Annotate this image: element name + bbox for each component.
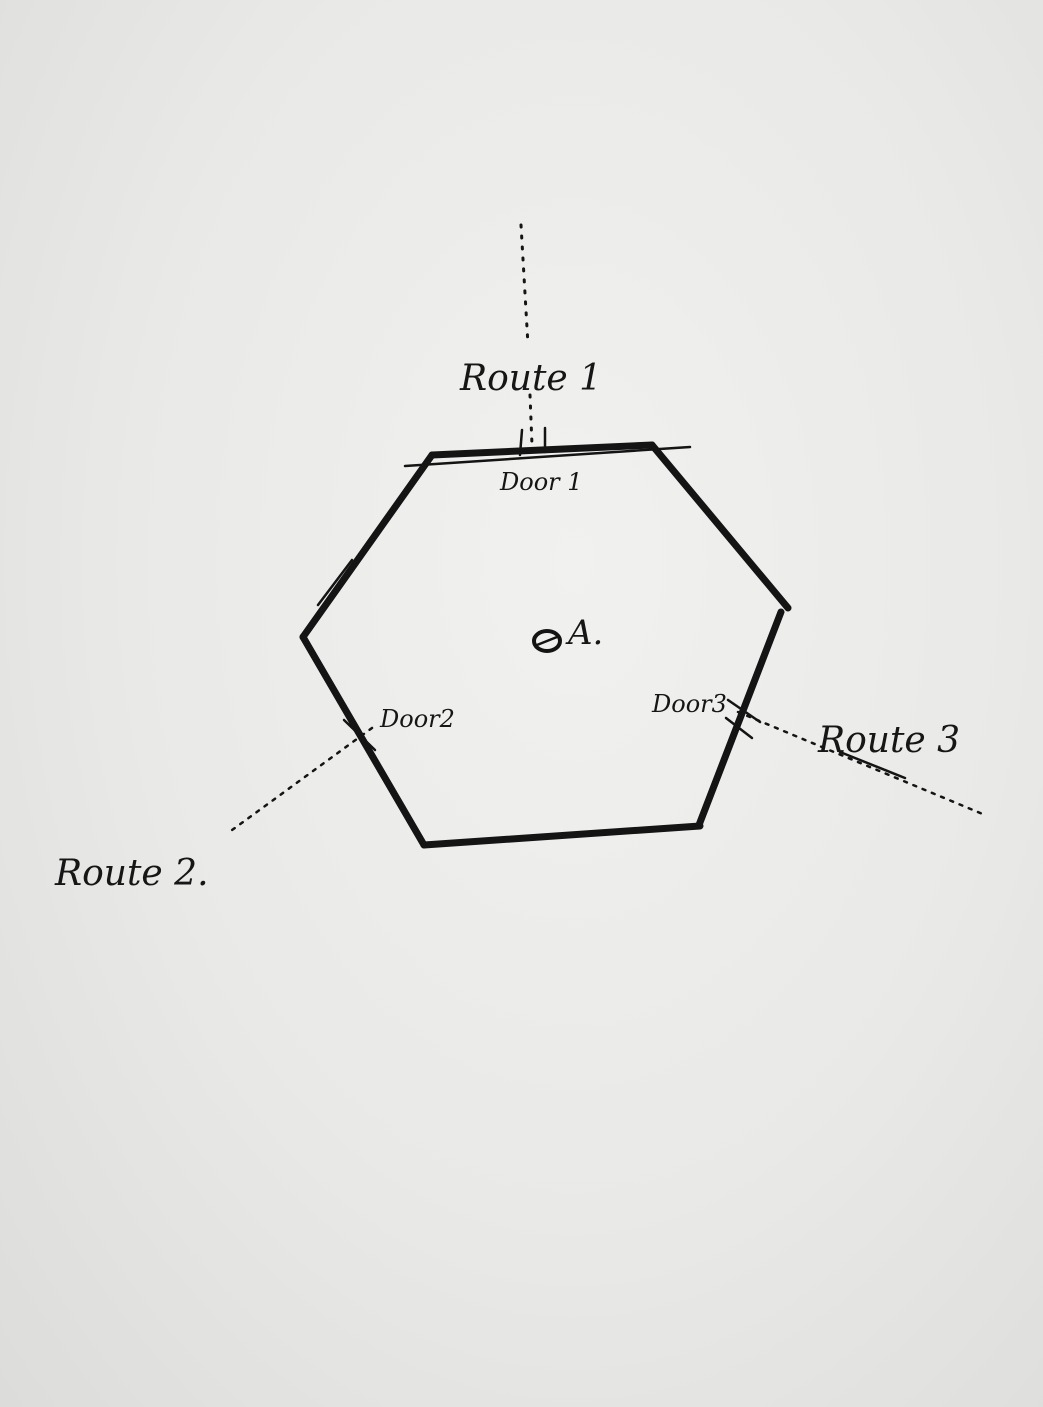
wall-top-left-overshoot xyxy=(316,558,354,607)
door-1-label: Door 1 xyxy=(499,468,583,496)
door-1-mark-left xyxy=(518,428,524,457)
door-2-mark xyxy=(342,718,377,752)
point-a-marker-stroke xyxy=(535,635,559,647)
wall-bottom xyxy=(420,822,704,849)
route-3-underline xyxy=(838,750,907,780)
hexagon-room xyxy=(299,441,792,849)
route-3-line xyxy=(736,710,987,817)
route-3-path xyxy=(724,698,987,817)
point-a-label: A. xyxy=(565,613,603,653)
wall-top-overshoot xyxy=(403,445,692,468)
wall-bottom-right xyxy=(695,608,785,829)
wall-top-left xyxy=(299,451,436,641)
wall-bottom-left xyxy=(299,633,428,849)
route-1-path xyxy=(518,223,547,457)
wall-top-right xyxy=(648,441,792,612)
point-a-marker xyxy=(532,629,562,653)
wall-top xyxy=(428,441,656,459)
route-1-label: Route 1 xyxy=(459,358,602,399)
route-1-line-upper xyxy=(519,223,530,347)
door-3-label: Door3 xyxy=(651,690,727,718)
route-2-path xyxy=(226,718,377,835)
route-2-line xyxy=(226,726,374,835)
door-3-mark-upper xyxy=(726,698,762,724)
route-1-line-lower xyxy=(528,393,534,447)
door-2-label: Door2 xyxy=(379,705,455,733)
door-3-mark-lower xyxy=(724,716,754,740)
route-3-label: Route 3 xyxy=(817,720,960,761)
route-2-label: Route 2. xyxy=(54,853,209,894)
